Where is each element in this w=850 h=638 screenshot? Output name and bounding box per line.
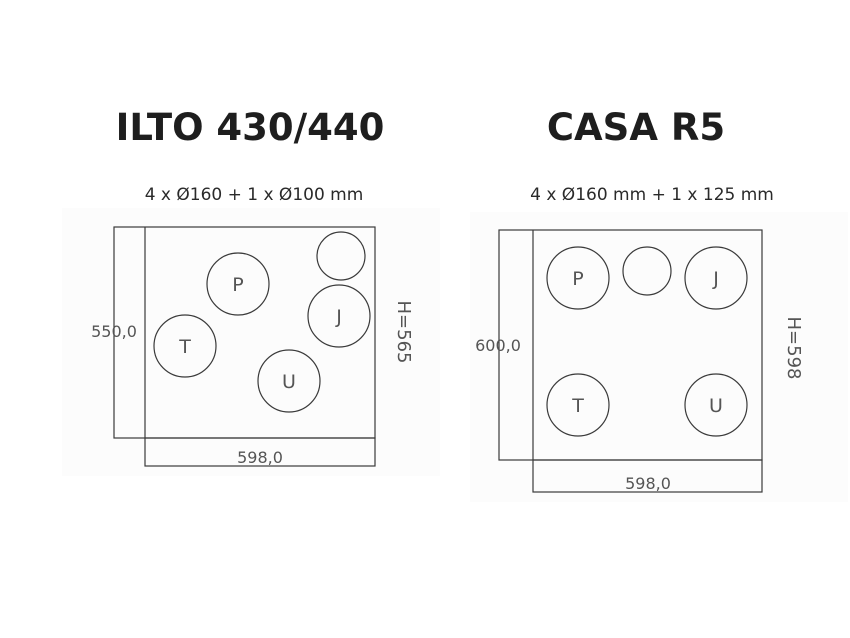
burner-caption: 4 x Ø160 mm + 1 x 125 mm: [530, 185, 774, 205]
hob-ilto: ILTO 430/440 4 x Ø160 + 1 x Ø100 mm 598,…: [91, 106, 414, 467]
depth-label: 600,0: [475, 336, 521, 355]
burner-caption: 4 x Ø160 + 1 x Ø100 mm: [145, 185, 364, 205]
height-label: H=565: [393, 301, 414, 364]
width-dimension-box: [144, 437, 376, 467]
zone-small: [316, 231, 366, 281]
zone-u-label: U: [282, 371, 296, 393]
width-dimension-box: [532, 459, 763, 493]
zone-t: [546, 373, 610, 437]
zone-j: [684, 246, 748, 310]
width-label: 598,0: [625, 474, 671, 493]
zone-t-label: T: [178, 336, 191, 358]
hob-casa-r5: CASA R5 4 x Ø160 mm + 1 x 125 mm 598,0 6…: [475, 106, 804, 493]
zone-j-label: J: [335, 306, 342, 328]
zone-j-label: J: [712, 268, 719, 290]
hob-title: ILTO 430/440: [116, 106, 385, 149]
zone-small: [622, 246, 672, 296]
zone-t-label: T: [571, 395, 584, 417]
hob-title: CASA R5: [547, 106, 725, 149]
depth-label: 550,0: [91, 322, 137, 341]
width-label: 598,0: [237, 448, 283, 467]
zone-p: [546, 246, 610, 310]
zone-u-label: U: [709, 395, 723, 417]
zone-t: [153, 314, 217, 378]
zone-u: [684, 373, 748, 437]
zone-j: [307, 284, 371, 348]
zone-p-label: P: [572, 268, 583, 290]
zone-u: [257, 349, 321, 413]
zone-p: [206, 252, 270, 316]
height-label: H=598: [783, 317, 804, 380]
zone-p-label: P: [232, 274, 243, 296]
panel-left: [62, 208, 440, 476]
